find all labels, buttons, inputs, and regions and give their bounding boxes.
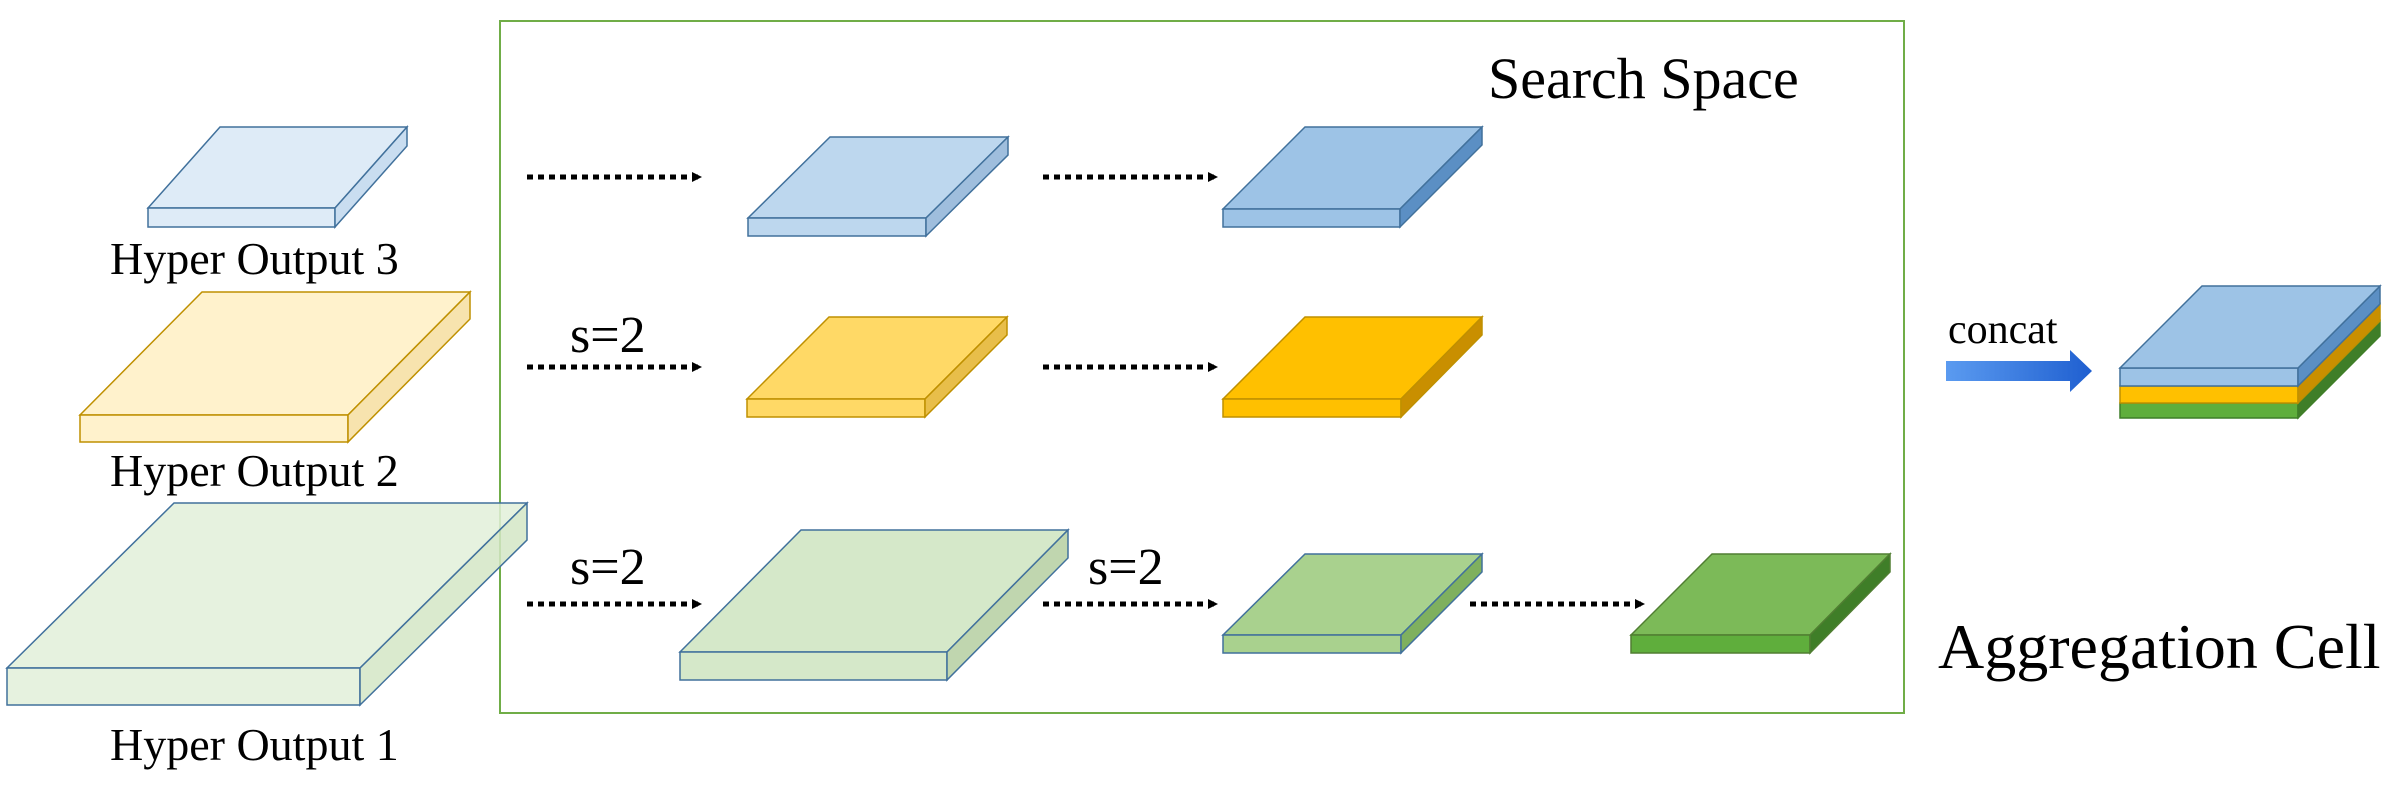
concat-arrow xyxy=(1946,350,2092,392)
green-block-dark xyxy=(1221,552,1484,655)
stride-label-row2: s=2 xyxy=(570,307,646,364)
orange-block-mid xyxy=(745,315,1009,419)
hyper-output-2-block xyxy=(78,290,472,444)
hyper-output-2-label: Hyper Output 2 xyxy=(110,445,399,496)
aggregation-cell-label: Aggregation Cell xyxy=(1938,611,2381,682)
concat-label: concat xyxy=(1948,307,2058,353)
hyper-output-1-block xyxy=(5,501,529,707)
stride-label-row3-a: s=2 xyxy=(570,539,646,596)
search-space-frame xyxy=(499,20,1905,714)
green-block-mid xyxy=(678,528,1070,682)
blue-block-mid xyxy=(746,135,1010,238)
hyper-output-1-label: Hyper Output 1 xyxy=(110,719,399,770)
green-block-darkest xyxy=(1629,552,1892,655)
aggregated-output-block xyxy=(2118,284,2382,420)
blue-block-dark xyxy=(1221,125,1484,229)
hyper-output-3-label: Hyper Output 3 xyxy=(110,233,399,284)
orange-block-dark xyxy=(1221,315,1484,419)
search-space-title: Search Space xyxy=(1488,46,1799,111)
hyper-output-3-block xyxy=(146,125,409,229)
stride-label-row3-b: s=2 xyxy=(1088,539,1164,596)
